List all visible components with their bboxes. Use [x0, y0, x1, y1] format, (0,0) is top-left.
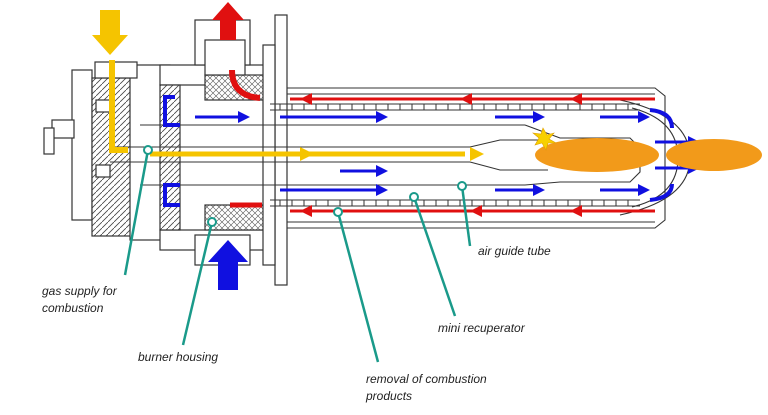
air-inlet-arrow: [208, 240, 248, 290]
exhaust-arrowhead: [570, 93, 582, 105]
air-flow-arrowhead: [376, 111, 388, 123]
exhaust-arrowhead: [470, 205, 482, 217]
burner-housing-body: [43, 14, 288, 286]
label-mini-recuperator: mini recuperator: [438, 321, 526, 335]
exhaust-arrowhead: [300, 93, 312, 105]
flame-outer: [666, 139, 762, 171]
air-flow-arrow-set: [195, 111, 700, 196]
air-turn-top: [163, 95, 180, 127]
exhaust-arrowhead: [570, 205, 582, 217]
leader-lines: [123, 149, 472, 363]
gas-feed-path: [109, 60, 128, 153]
air-flow-arrowhead: [533, 184, 545, 196]
air-flow-arrowhead: [376, 184, 388, 196]
air-flow-arrows: [163, 95, 674, 290]
leader-removal: [336, 211, 380, 363]
air-flow-arrowhead: [638, 184, 650, 196]
leader-air-guide-tube: [460, 185, 472, 247]
air-flow-arrowhead: [376, 165, 388, 177]
leader-gas-supply: [123, 149, 150, 276]
leader-dots: [143, 145, 467, 227]
label-removal-line1: removal of combustion: [366, 372, 487, 386]
leader-burner-housing: [181, 221, 214, 346]
air-flow-arrowhead: [238, 111, 250, 123]
leader-mini-recuperator: [412, 196, 457, 317]
label-gas-supply-line2: combustion: [42, 301, 104, 315]
gas-flow-arrows: [92, 10, 484, 161]
flame-inner: [535, 138, 659, 172]
label-burner-housing: burner housing: [138, 350, 218, 364]
label-gas-supply-line1: gas supply for: [42, 284, 118, 298]
exhaust-arrowheads: [300, 93, 582, 217]
exhaust-arrowhead: [460, 93, 472, 105]
air-flow-arrowhead: [533, 111, 545, 123]
label-air-guide-tube: air guide tube: [478, 244, 551, 258]
air-flow-arrowhead: [638, 111, 650, 123]
exhaust-turn-top: [229, 69, 261, 101]
gas-inlet-arrow: [92, 10, 128, 55]
flame: [532, 127, 762, 172]
ignition-spark: [532, 127, 558, 151]
air-turn-bottom: [163, 183, 180, 207]
label-removal-line2: products: [365, 389, 412, 403]
exhaust-outlet-arrow: [212, 2, 244, 40]
exhaust-arrowhead: [300, 205, 312, 217]
